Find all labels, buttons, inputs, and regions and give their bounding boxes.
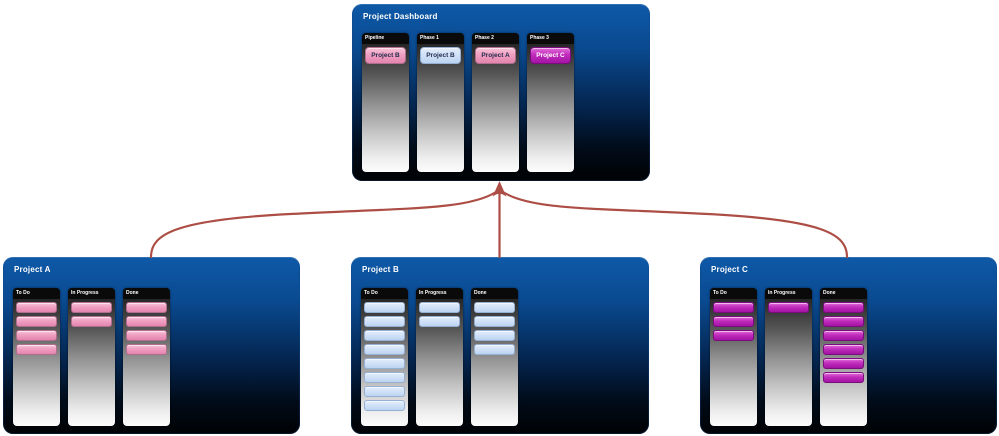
- kanban-card[interactable]: Project B: [365, 47, 406, 64]
- kanban-card[interactable]: [16, 316, 57, 327]
- column-header: Phase 3: [527, 33, 574, 44]
- kanban-card[interactable]: [713, 316, 754, 327]
- kanban-card[interactable]: [364, 372, 405, 383]
- kanban-card[interactable]: [419, 302, 460, 313]
- kanban-card[interactable]: [364, 386, 405, 397]
- kanban-card[interactable]: [364, 344, 405, 355]
- kanban-card[interactable]: [419, 316, 460, 327]
- kanban-card[interactable]: [474, 316, 515, 327]
- column-header: To Do: [361, 288, 408, 299]
- kanban-card[interactable]: [713, 330, 754, 341]
- column-header: Done: [123, 288, 170, 299]
- kanban-card[interactable]: [713, 302, 754, 313]
- kanban-card[interactable]: [364, 330, 405, 341]
- project-a-board[interactable]: Project A To Do In Progress Done: [3, 257, 300, 434]
- kanban-card[interactable]: [16, 302, 57, 313]
- kanban-column[interactable]: In Progress: [416, 288, 463, 426]
- kanban-card[interactable]: Project C: [530, 47, 571, 64]
- kanban-card[interactable]: [823, 316, 864, 327]
- kanban-column[interactable]: Done: [471, 288, 518, 426]
- column-header: To Do: [13, 288, 60, 299]
- kanban-card[interactable]: [126, 330, 167, 341]
- kanban-card[interactable]: Project B: [420, 47, 461, 64]
- column-header: In Progress: [765, 288, 812, 299]
- kanban-card[interactable]: [126, 316, 167, 327]
- card-label: Project B: [426, 52, 455, 59]
- column-cards: Project B: [417, 44, 464, 67]
- column-cards: Project B: [362, 44, 409, 67]
- kanban-column[interactable]: In Progress: [765, 288, 812, 426]
- kanban-card[interactable]: Project A: [475, 47, 516, 64]
- column-header: Pipeline: [362, 33, 409, 44]
- column-cards: [471, 299, 518, 358]
- column-header: In Progress: [416, 288, 463, 299]
- kanban-card[interactable]: [16, 330, 57, 341]
- column-cards: [820, 299, 867, 386]
- column-header: Done: [820, 288, 867, 299]
- column-cards: [765, 299, 812, 316]
- connector-project-c: [501, 190, 849, 259]
- column-header: Phase 1: [417, 33, 464, 44]
- column-cards: [68, 299, 115, 330]
- kanban-card[interactable]: [823, 344, 864, 355]
- kanban-card[interactable]: [474, 302, 515, 313]
- arrowhead-icon: [492, 181, 507, 197]
- kanban-card[interactable]: [474, 330, 515, 341]
- project-b-columns: To Do In Progress Done: [361, 288, 518, 426]
- kanban-card[interactable]: [16, 344, 57, 355]
- project-b-board[interactable]: Project B To Do In Progress Done: [351, 257, 649, 434]
- kanban-card[interactable]: [823, 330, 864, 341]
- kanban-card[interactable]: [364, 358, 405, 369]
- column-cards: [13, 299, 60, 358]
- kanban-column[interactable]: To Do: [361, 288, 408, 426]
- column-header: To Do: [710, 288, 757, 299]
- column-cards: [710, 299, 757, 344]
- kanban-card[interactable]: [823, 302, 864, 313]
- column-cards: Project C: [527, 44, 574, 67]
- board-title: Project B: [362, 265, 399, 274]
- kanban-card[interactable]: [474, 344, 515, 355]
- column-header: In Progress: [68, 288, 115, 299]
- column-cards: [361, 299, 408, 414]
- project-c-columns: To Do In Progress Done: [710, 288, 867, 426]
- card-label: Project B: [371, 52, 400, 59]
- board-title: Project C: [711, 265, 748, 274]
- kanban-column[interactable]: Done: [123, 288, 170, 426]
- kanban-column[interactable]: Done: [820, 288, 867, 426]
- kanban-column[interactable]: Phase 2 Project A: [472, 33, 519, 172]
- column-cards: Project A: [472, 44, 519, 67]
- kanban-card[interactable]: [768, 302, 809, 313]
- card-label: Project C: [536, 52, 565, 59]
- kanban-card[interactable]: [823, 372, 864, 383]
- kanban-card[interactable]: [364, 316, 405, 327]
- card-label: Project A: [481, 52, 510, 59]
- kanban-column[interactable]: To Do: [13, 288, 60, 426]
- kanban-card[interactable]: [71, 316, 112, 327]
- kanban-card[interactable]: [126, 344, 167, 355]
- kanban-column[interactable]: To Do: [710, 288, 757, 426]
- kanban-card[interactable]: [126, 302, 167, 313]
- kanban-column[interactable]: Phase 1 Project B: [417, 33, 464, 172]
- column-cards: [416, 299, 463, 330]
- board-title: Project Dashboard: [363, 12, 438, 21]
- column-header: Phase 2: [472, 33, 519, 44]
- kanban-card[interactable]: [364, 400, 405, 411]
- project-a-columns: To Do In Progress Done: [13, 288, 170, 426]
- board-title: Project A: [14, 265, 51, 274]
- connector-project-a: [149, 190, 498, 259]
- kanban-column[interactable]: In Progress: [68, 288, 115, 426]
- kanban-card[interactable]: [71, 302, 112, 313]
- kanban-card[interactable]: [823, 358, 864, 369]
- kanban-card[interactable]: [364, 302, 405, 313]
- column-cards: [123, 299, 170, 358]
- kanban-column[interactable]: Phase 3 Project C: [527, 33, 574, 172]
- column-header: Done: [471, 288, 518, 299]
- project-c-board[interactable]: Project C To Do In Progress Done: [700, 257, 997, 434]
